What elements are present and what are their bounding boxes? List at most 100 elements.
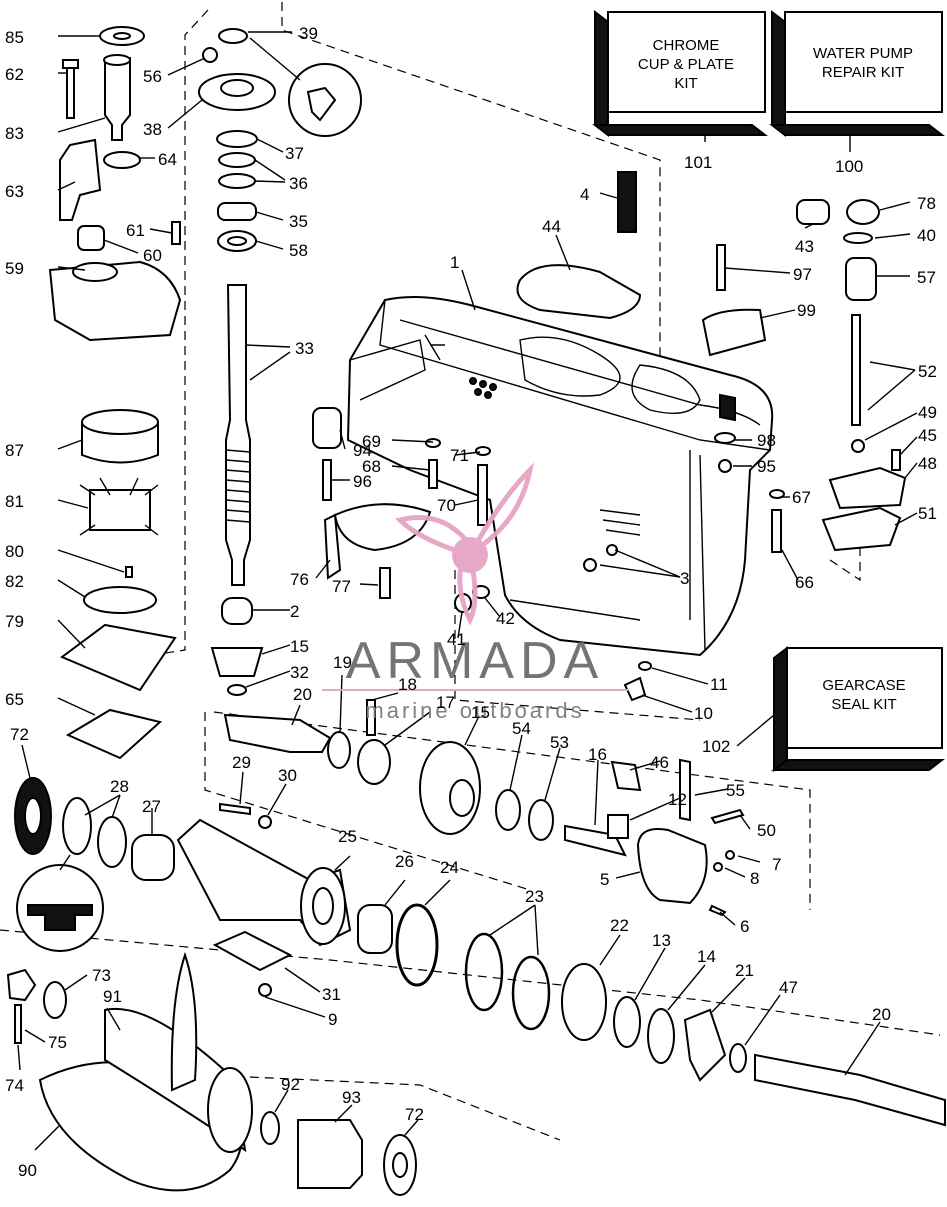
callout-18: 18	[398, 675, 417, 694]
callout-1: 1	[450, 253, 459, 272]
gearcase-seal-kit-box: GEARCASE SEAL KIT	[771, 645, 945, 773]
callout-6: 6	[740, 917, 749, 936]
bearing-housing-assembly	[14, 777, 946, 1127]
callout-90: 90	[18, 1161, 37, 1180]
callout-28: 28	[110, 777, 129, 796]
gearcase-housing	[346, 295, 774, 657]
callout-16: 16	[588, 745, 607, 764]
callout-66: 66	[795, 573, 814, 592]
callout-59: 59	[5, 259, 24, 278]
callout-13: 13	[652, 931, 671, 950]
callout-47: 47	[779, 978, 798, 997]
callout-71: 71	[450, 446, 469, 465]
callout-87: 87	[5, 441, 24, 460]
callout-79: 79	[5, 612, 24, 631]
callout-41: 41	[447, 630, 466, 649]
callout-101: 101	[684, 153, 712, 172]
callout-20-prop: 20	[872, 1005, 891, 1024]
callout-61: 61	[126, 221, 145, 240]
callout-69: 69	[362, 432, 381, 451]
callout-97: 97	[793, 265, 812, 284]
callout-64: 64	[158, 150, 177, 169]
callout-32: 32	[290, 663, 309, 682]
callout-43: 43	[795, 237, 814, 256]
callout-40: 40	[917, 226, 936, 245]
callout-35: 35	[289, 212, 308, 231]
callout-72-rear: 72	[405, 1105, 424, 1124]
callout-11: 11	[710, 675, 728, 694]
callout-95: 95	[757, 457, 776, 476]
callout-46: 46	[650, 753, 669, 772]
callout-8: 8	[750, 869, 759, 888]
chrome-kit-line-3: KIT	[674, 75, 697, 92]
callout-93: 93	[342, 1088, 361, 1107]
callout-98: 98	[757, 431, 776, 450]
callout-57: 57	[917, 268, 936, 287]
callout-9: 9	[328, 1010, 337, 1029]
callout-42: 42	[496, 609, 515, 628]
gear-and-shift-assembly	[223, 699, 745, 917]
callout-67: 67	[792, 488, 811, 507]
callout-50: 50	[757, 821, 776, 840]
callout-15-pinion: 15	[290, 637, 309, 656]
callout-62: 62	[5, 65, 24, 84]
callout-5: 5	[600, 870, 609, 889]
callout-20-forward: 20	[293, 685, 312, 704]
callout-12: 12	[668, 790, 687, 809]
callout-31: 31	[322, 985, 341, 1004]
callout-24: 24	[440, 858, 459, 877]
chrome-kit-line-2: CUP & PLATE	[638, 56, 734, 73]
callout-75: 75	[48, 1033, 67, 1052]
propeller-assembly	[6, 951, 417, 1196]
watermark-name: ARMADA	[346, 632, 604, 690]
callout-2: 2	[290, 602, 299, 621]
callout-58: 58	[289, 241, 308, 260]
callout-21: 21	[735, 961, 754, 980]
callout-74: 74	[5, 1076, 24, 1095]
callout-33: 33	[295, 339, 314, 358]
callout-53: 53	[550, 733, 569, 752]
water-pump-kit-line-2: REPAIR KIT	[822, 64, 904, 81]
callout-3: 3	[680, 569, 689, 588]
callout-38: 38	[143, 120, 162, 139]
callout-15-forward: 15	[471, 703, 490, 722]
callout-51: 51	[918, 504, 937, 523]
callout-4: 4	[580, 185, 589, 204]
callout-44: 44	[542, 217, 561, 236]
callout-22: 22	[610, 916, 629, 935]
callout-39: 39	[299, 24, 318, 43]
callout-14: 14	[697, 947, 716, 966]
housing-fasteners	[312, 407, 785, 702]
upper-components	[516, 171, 907, 552]
callout-73: 73	[92, 966, 111, 985]
callout-37: 37	[285, 144, 304, 163]
chrome-kit-line-1: CHROME	[653, 37, 720, 54]
callout-29: 29	[232, 753, 251, 772]
callout-76: 76	[290, 570, 309, 589]
callout-7: 7	[772, 855, 781, 874]
callout-23: 23	[525, 887, 544, 906]
callout-91: 91	[103, 987, 122, 1006]
callout-25: 25	[338, 827, 357, 846]
callout-60: 60	[143, 246, 162, 265]
callout-83: 83	[5, 124, 24, 143]
watermark-tagline: marine outboards	[365, 698, 584, 723]
callout-80: 80	[5, 542, 24, 561]
callout-63: 63	[5, 182, 24, 201]
callout-labels: 85 62 83 63 64 56 39 38 37 36 35 58 61 6…	[5, 24, 937, 1180]
gearcase-kit-line-2: SEAL KIT	[831, 696, 896, 713]
callout-85: 85	[5, 28, 24, 47]
callout-52: 52	[918, 362, 937, 381]
callout-56: 56	[143, 67, 162, 86]
callout-78: 78	[917, 194, 936, 213]
detail-insets	[16, 37, 362, 952]
callout-36: 36	[289, 174, 308, 193]
callout-30: 30	[278, 766, 297, 785]
chrome-kit-box: CHROME CUP & PLATE KIT	[592, 9, 768, 138]
water-pump-kit-line-1: WATER PUMP	[813, 45, 913, 62]
callout-81: 81	[5, 492, 24, 511]
callout-77: 77	[332, 577, 351, 596]
armada-watermark: ARMADA marine outboards	[322, 462, 628, 723]
callout-10: 10	[694, 704, 713, 723]
